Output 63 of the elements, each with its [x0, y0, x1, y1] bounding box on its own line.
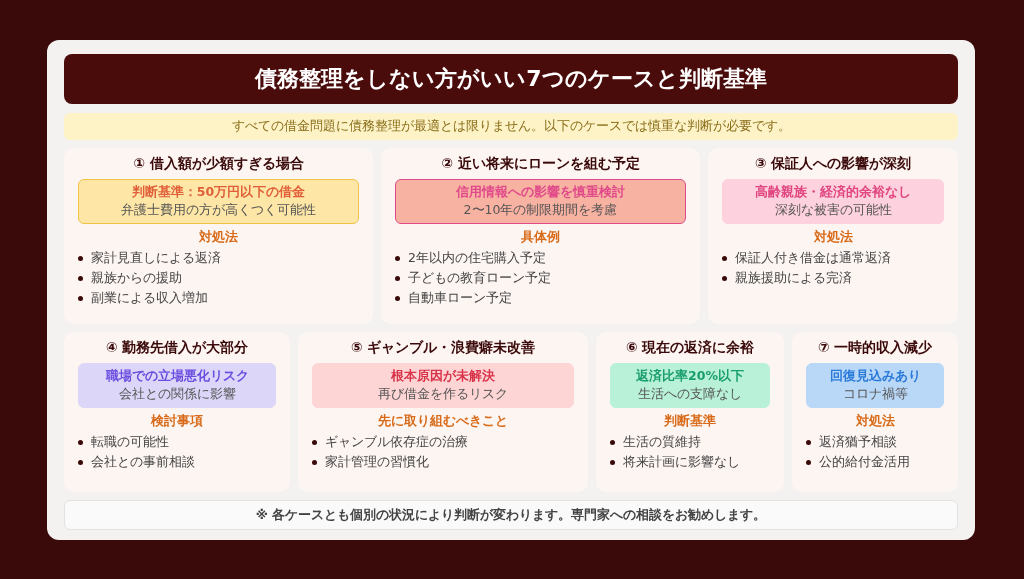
highlight-box: [806, 363, 944, 408]
section-heading: 対処法: [855, 412, 895, 430]
highlight-box: [78, 363, 276, 408]
highlight-title: 回復見込みあり: [829, 368, 921, 385]
section-heading: 対処法: [813, 228, 853, 246]
section-heading: 対処法: [199, 228, 238, 246]
card-heading: ④ 勤務先借入が大部分: [105, 339, 249, 357]
highlight-text: コロナ禍等: [842, 386, 908, 403]
highlight-text: 再び借金を作るリスク: [378, 386, 508, 403]
highlight-text: 弁護士費用の方が高くつく可能性: [121, 202, 316, 219]
section-heading: 先に取り組むべきこと: [378, 412, 508, 430]
bullet-item: 会社との事前相談: [78, 454, 195, 471]
case-card: [64, 332, 290, 492]
bullet-item: 2年以内の住宅購入予定: [395, 250, 546, 267]
highlight-box: [395, 179, 686, 224]
title: 債務整理をしない方がいい7つのケースと判断基準: [255, 65, 767, 93]
highlight-title: 高齢親族・経済的余裕なし: [755, 184, 911, 201]
case-card: [596, 332, 784, 492]
highlight-text: 深刻な被害の可能性: [774, 202, 892, 219]
bullet-item: 家計見直しによる返済: [78, 250, 221, 267]
bullet-item: 返済猶予相談: [806, 434, 897, 451]
bullet-item: 自動車ローン予定: [395, 290, 512, 307]
section-heading: 判断基準: [664, 412, 716, 430]
bullet-item: 将来計画に影響なし: [610, 454, 740, 471]
bullet-item: 子どもの教育ローン予定: [395, 270, 551, 287]
card-heading: ② 近い将来にローンを組む予定: [441, 155, 640, 173]
card-heading: ① 借入額が少額すぎる場合: [133, 155, 304, 173]
bullet-item: 生活の質維持: [610, 434, 701, 451]
case-card: [64, 148, 373, 324]
highlight-title: 根本原因が未解決: [391, 368, 495, 385]
note-text: すべての借金問題に債務整理が最適とは限りません。以下のケースでは慎重な判断が必要です。: [231, 118, 791, 135]
highlight-text: 会社との関係に影響: [118, 386, 236, 403]
bullet-item: ギャンブル依存症の治療: [312, 434, 468, 451]
case-card: [792, 332, 958, 492]
intro-banner: [64, 113, 958, 140]
footer-note: [64, 500, 958, 530]
highlight-title: 返済比率20%以下: [636, 368, 744, 385]
bullet-item: 公的給付金活用: [806, 454, 910, 471]
case-card: [708, 148, 958, 324]
card-heading: ⑦ 一時的収入減少: [817, 339, 933, 357]
case-card: [381, 148, 700, 324]
highlight-box: [312, 363, 574, 408]
bullet-item: 副業による収入増加: [78, 290, 208, 307]
section-heading: 具体例: [521, 228, 560, 246]
bullet-item: 親族からの援助: [78, 270, 182, 287]
bullet-item: 親族援助による完済: [722, 270, 852, 287]
highlight-box: [610, 363, 770, 408]
case-card: [298, 332, 588, 492]
bullet-item: 家計管理の習慣化: [312, 454, 429, 471]
note-text: ※ 各ケースとも個別の状況により判断が変わります。専門家への相談をお勧めします。: [255, 506, 767, 524]
highlight-text: 2〜10年の制限期間を考慮: [463, 202, 618, 219]
bullet-item: 保証人付き借金は通常返済: [722, 250, 891, 267]
card-heading: ③ 保証人への影響が深刻: [754, 155, 912, 173]
highlight-title: 判断基準：50万円以下の借金: [131, 184, 306, 201]
bullet-item: 転職の可能性: [78, 434, 169, 451]
highlight-title: 信用情報への影響を慎重検討: [456, 184, 625, 201]
highlight-box: [78, 179, 359, 224]
highlight-title: 職場での立場悪化リスク: [105, 368, 249, 385]
card-heading: ⑤ ギャンブル・浪費癖未改善: [350, 339, 536, 357]
card-heading: ⑥ 現在の返済に余裕: [625, 339, 755, 357]
highlight-box: [722, 179, 944, 224]
highlight-text: 生活への支障なし: [638, 386, 742, 403]
section-heading: 検討事項: [151, 412, 203, 430]
